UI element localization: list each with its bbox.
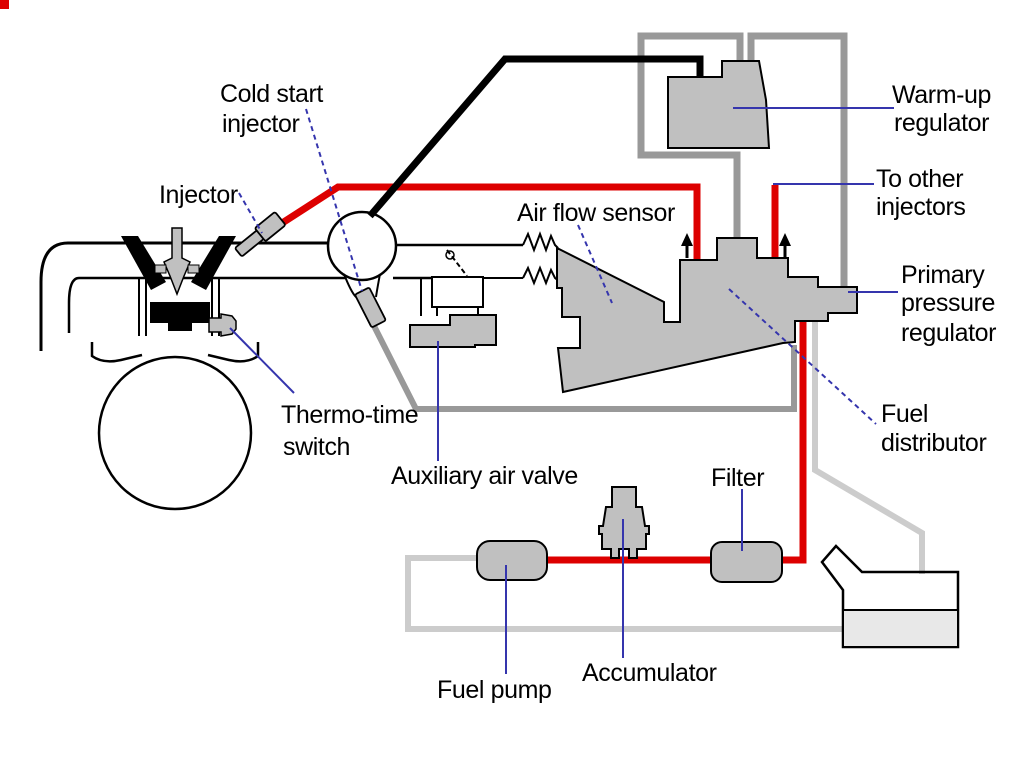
auxiliary-air-valve-component <box>409 314 497 348</box>
fuel-pump-component <box>476 540 548 581</box>
engine-assembly <box>39 227 345 511</box>
corner-artifact <box>0 0 9 9</box>
label-fuel-pump: Fuel pump <box>437 676 552 704</box>
fuel-tank-outline <box>820 544 960 649</box>
label-warm-up-regulator-line1: Warm-up <box>892 81 991 109</box>
pointer-fuel-distributor <box>728 288 877 425</box>
air-flow-sensor-and-fuel-distributor <box>556 237 858 394</box>
intake-runner-bottom-line <box>67 276 345 333</box>
throttle-plate <box>446 249 468 277</box>
return-line-to-tank <box>812 320 925 574</box>
warm-up-regulator-component <box>667 60 771 149</box>
electric-wire <box>367 55 704 219</box>
label-cold-start-injector-line1: Cold start <box>220 80 323 108</box>
fuel-feed-line <box>274 183 701 260</box>
fuel-tank-fuel-level <box>844 611 957 646</box>
label-to-other-injectors-line2: injectors <box>876 193 966 221</box>
crankcase-arc-left <box>90 342 143 363</box>
plenum-neck-right <box>375 273 381 298</box>
suction-line-tank-to-pump <box>405 555 845 632</box>
intake-valve-right <box>191 236 236 290</box>
filter-component <box>710 541 783 583</box>
label-fuel-distributor-line1: Fuel <box>881 400 928 428</box>
pointer-injector <box>238 192 263 234</box>
label-thermo-time-switch-line2: switch <box>283 433 350 461</box>
label-fuel-distributor-line2: distributor <box>881 429 986 457</box>
plenum-circle <box>326 210 398 282</box>
label-accumulator: Accumulator <box>582 659 717 687</box>
label-to-other-injectors-line1: To other <box>876 165 963 193</box>
fuel-supply-bottom-line <box>546 320 807 564</box>
label-auxiliary-air-valve: Auxiliary air valve <box>391 462 578 490</box>
throttle-bypass-box <box>431 276 484 308</box>
flow-arrow-right <box>779 233 791 258</box>
label-cold-start-injector-line2: injector <box>222 110 299 138</box>
label-primary-pressure-regulator-line2: pressure <box>901 289 995 317</box>
thermo-time-switch-component <box>208 313 237 337</box>
label-thermo-time-switch-line1: Thermo-time <box>281 401 418 429</box>
label-primary-pressure-regulator-line3: regulator <box>901 319 996 347</box>
crankcase-arc-right <box>207 342 260 363</box>
intake-runner-top-line <box>39 241 328 351</box>
valve-seat-left <box>154 264 167 274</box>
pointer-thermo-time-switch <box>229 327 295 394</box>
cold-start-return-line <box>368 318 797 412</box>
pipe-warmup-left-loop <box>637 32 744 242</box>
injector-component <box>234 211 286 257</box>
injector-spray-nozzle <box>163 227 191 297</box>
pointer-cold-start-injector <box>305 108 363 292</box>
boot-zigzag-top <box>522 231 559 253</box>
label-injector: Injector <box>159 181 238 209</box>
fuel-tank <box>820 544 960 649</box>
valve-seat-right <box>187 264 200 274</box>
flow-arrow-left <box>681 233 693 258</box>
label-primary-pressure-regulator-line1: Primary <box>901 261 985 289</box>
piston <box>150 302 210 331</box>
crankcase-circle <box>97 355 253 511</box>
pipe-warmup-right-loop <box>747 32 848 290</box>
label-warm-up-regulator-line2: regulator <box>894 109 989 137</box>
label-air-flow-sensor: Air flow sensor <box>517 199 675 227</box>
label-filter: Filter <box>711 464 764 492</box>
intake-valve-left <box>121 236 166 290</box>
boot-zigzag-bottom <box>522 265 561 286</box>
throttle-pivot <box>445 250 455 260</box>
cold-start-injector-component <box>354 287 387 328</box>
